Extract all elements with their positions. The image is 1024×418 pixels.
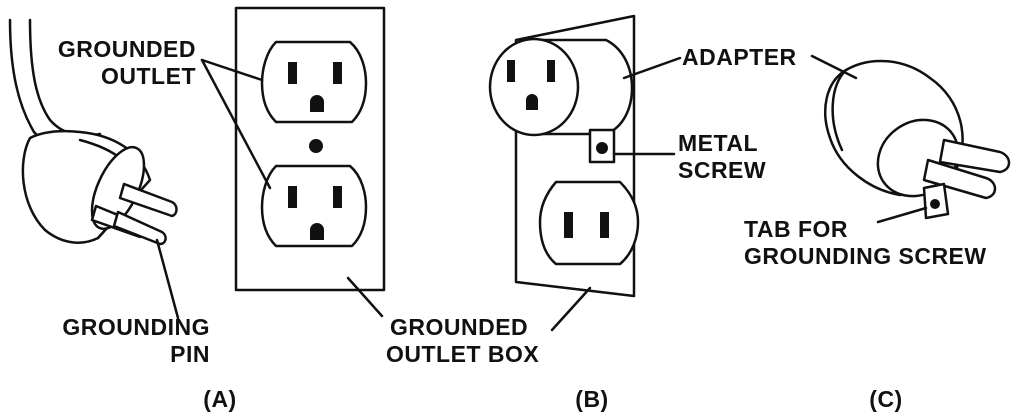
outlet-with-adapter-drawing bbox=[488, 14, 640, 298]
grounding-pin-leader bbox=[155, 238, 180, 320]
panel-label-c: (C) bbox=[869, 386, 903, 412]
outlet-box-leader-a bbox=[346, 276, 384, 318]
label-tab-for-grounding-screw: TAB FOR GROUNDING SCREW bbox=[744, 216, 987, 270]
adapter-face bbox=[488, 37, 580, 137]
label-metal-screw-line1: METAL bbox=[678, 130, 759, 156]
label-grounded-outlet-line1: GROUNDED bbox=[57, 36, 196, 62]
label-grounded-outlet-box-line1: GROUNDED bbox=[390, 314, 529, 340]
label-grounded-outlet-box-line2: OUTLET BOX bbox=[386, 341, 540, 367]
adapter-c-leader bbox=[810, 54, 858, 80]
outlet-box-leader-b bbox=[550, 286, 592, 332]
lower-receptacle bbox=[538, 180, 640, 266]
panel-label-b: (B) bbox=[575, 386, 609, 412]
label-grounded-outlet-box: GROUNDED OUTLET BOX bbox=[386, 314, 576, 368]
label-grounding-pin: GROUNDING PIN bbox=[40, 314, 210, 368]
label-tab-line1: TAB FOR bbox=[744, 216, 849, 242]
adapter-c-blade-top bbox=[938, 138, 1011, 174]
duplex-outlet-drawing bbox=[234, 6, 386, 292]
grounded-outlet-leader-bottom bbox=[200, 58, 272, 190]
grounded-outlet-leader-top bbox=[200, 58, 264, 82]
label-metal-screw-line2: SCREW bbox=[678, 157, 767, 183]
label-tab-line2: GROUNDING SCREW bbox=[744, 243, 987, 269]
tab-leader bbox=[876, 206, 928, 224]
outlet-cover-plate bbox=[234, 6, 386, 292]
three-to-two-adapter-drawing bbox=[824, 59, 1011, 220]
label-metal-screw: METAL SCREW bbox=[678, 130, 766, 184]
outlet-box-plate bbox=[514, 14, 636, 298]
adapter-leader bbox=[622, 56, 682, 80]
label-adapter: ADAPTER bbox=[682, 44, 797, 70]
plate-center-screw bbox=[309, 139, 323, 153]
label-grounding-pin-line2: PIN bbox=[170, 341, 210, 367]
grounded-plug-drawing bbox=[8, 18, 178, 246]
label-grounded-outlet: GROUNDED OUTLET bbox=[30, 36, 196, 90]
adapter-c-blade-bottom bbox=[922, 158, 997, 200]
plug-blade-top bbox=[118, 182, 178, 218]
label-grounded-outlet-line2: OUTLET bbox=[101, 63, 196, 89]
panel-label-a: (A) bbox=[203, 386, 237, 412]
plug-grounding-pin bbox=[112, 210, 167, 246]
label-grounding-pin-line1: GROUNDING bbox=[62, 314, 210, 340]
